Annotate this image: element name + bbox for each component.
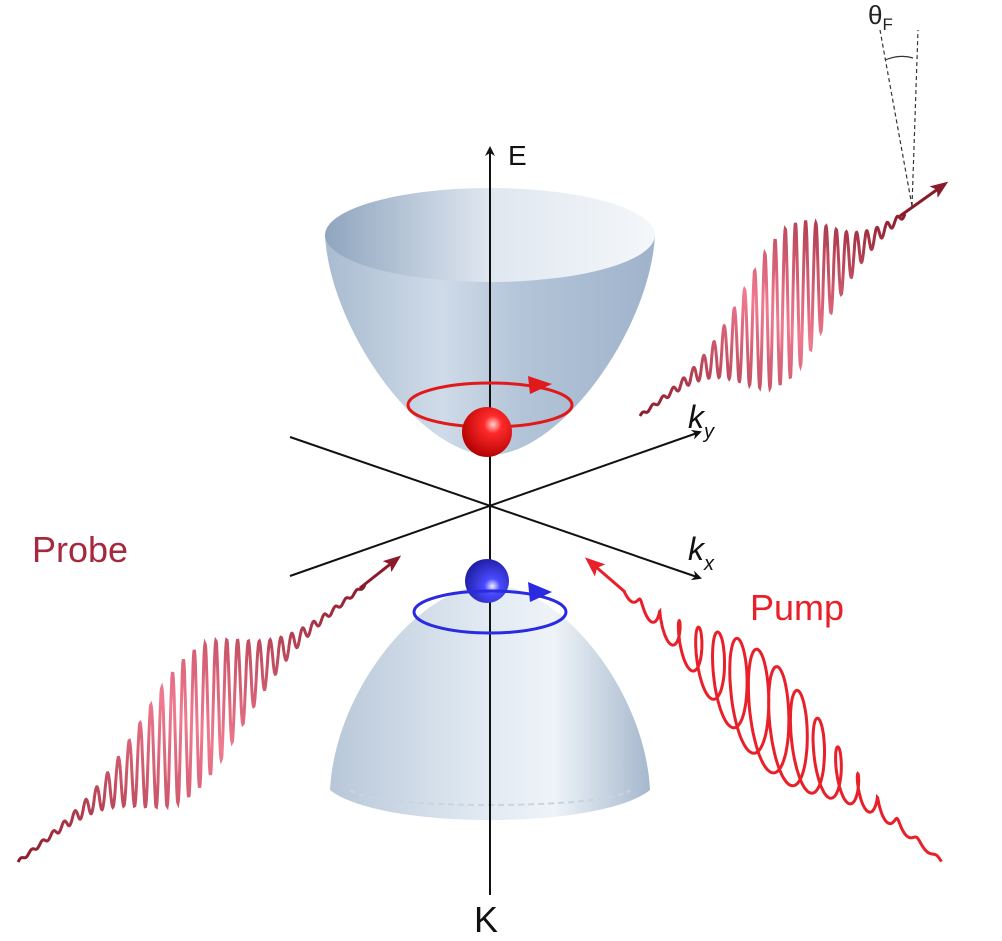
orbit-arrow-icon <box>528 376 552 394</box>
electron-orbit <box>406 376 574 457</box>
faraday-angle-indicator <box>879 29 919 207</box>
pump-label: Pump <box>750 587 844 628</box>
probe-transmitted-wave <box>638 213 907 417</box>
pump-arrow <box>584 557 626 594</box>
ky-axis-label: ky <box>688 399 715 443</box>
pump-circular-wave <box>622 590 943 863</box>
valley-label: K <box>474 899 498 940</box>
kx-axis <box>289 436 702 581</box>
probe-incident-arrow <box>359 555 402 590</box>
probe-incident-wave <box>16 584 367 863</box>
probe-transmitted-arrow <box>899 181 949 218</box>
energy-axis-label: E <box>508 140 527 171</box>
faraday-angle-label: θF <box>868 0 893 34</box>
hole-sphere <box>465 559 509 603</box>
probe-label: Probe <box>32 529 128 570</box>
orbit-arrow-icon <box>528 582 552 602</box>
electron-sphere <box>462 407 512 457</box>
kx-axis-label: kx <box>688 531 715 575</box>
hole-orbit <box>412 559 568 635</box>
ky-axis <box>289 429 702 577</box>
